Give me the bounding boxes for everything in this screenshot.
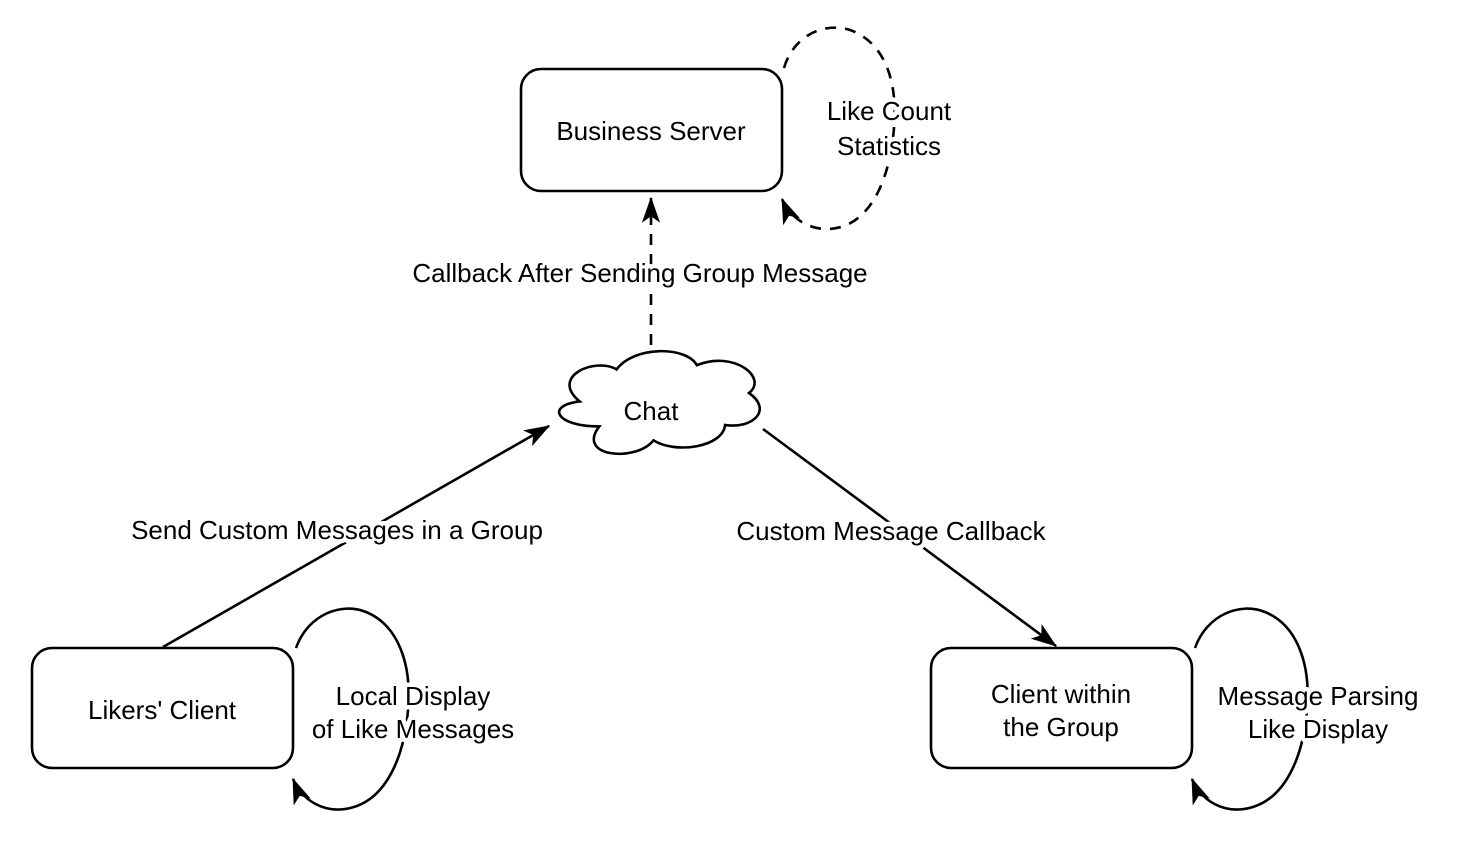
edge-like-count-statistics-loop — [780, 26, 896, 231]
node-business-server-label: Business Server — [556, 116, 746, 146]
diagram-edges — [162, 26, 1309, 811]
edge-message-parsing-label-line2: Like Display — [1248, 714, 1388, 744]
node-chat-label: Chat — [624, 396, 680, 426]
edge-local-display-label-line1: Local Display — [336, 681, 491, 711]
edge-local-display-loop — [291, 607, 410, 811]
node-group-client-box — [929, 646, 1194, 770]
node-business-server-box — [519, 67, 784, 193]
node-chat-cloud — [558, 349, 761, 456]
edge-like-count-statistics-label-line2: Statistics — [837, 131, 941, 161]
diagram-nodes — [30, 67, 1194, 770]
node-group-client-label-line2: the Group — [1003, 712, 1119, 742]
edge-send-custom-messages-line — [162, 424, 551, 649]
node-likers-client-box — [30, 646, 295, 770]
edge-custom-message-callback-line — [762, 427, 1058, 648]
edge-message-parsing-loop — [1190, 607, 1309, 811]
node-likers-client-label: Likers' Client — [88, 695, 237, 725]
node-group-client-label-line1: Client within — [991, 679, 1131, 709]
edge-custom-message-callback-label: Custom Message Callback — [736, 516, 1046, 546]
edge-send-custom-messages-label: Send Custom Messages in a Group — [131, 515, 543, 545]
edge-callback-after-sending-label: Callback After Sending Group Message — [412, 258, 867, 288]
edge-local-display-label-line2: of Like Messages — [312, 714, 514, 744]
diagram-labels: Business Server Like Count Statistics Ca… — [83, 92, 1422, 749]
edge-message-parsing-label-line1: Message Parsing — [1218, 681, 1419, 711]
edge-like-count-statistics-label-line1: Like Count — [827, 96, 952, 126]
